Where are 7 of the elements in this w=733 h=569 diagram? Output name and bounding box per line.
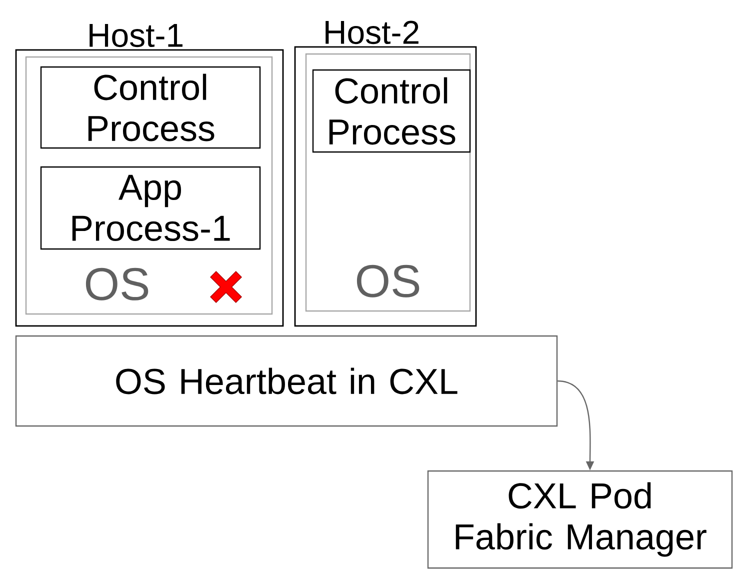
- component-box: OS Heartbeat in CXL: [15, 335, 558, 427]
- node-label: Host-1: [90, 24, 182, 48]
- component-box: CXL Pod Fabric Manager: [427, 470, 733, 569]
- process-box: Control Process: [40, 66, 261, 149]
- node-label: Host-2: [326, 20, 418, 44]
- process-box: Control Process: [312, 69, 471, 153]
- process-box: App Process-1: [40, 166, 261, 250]
